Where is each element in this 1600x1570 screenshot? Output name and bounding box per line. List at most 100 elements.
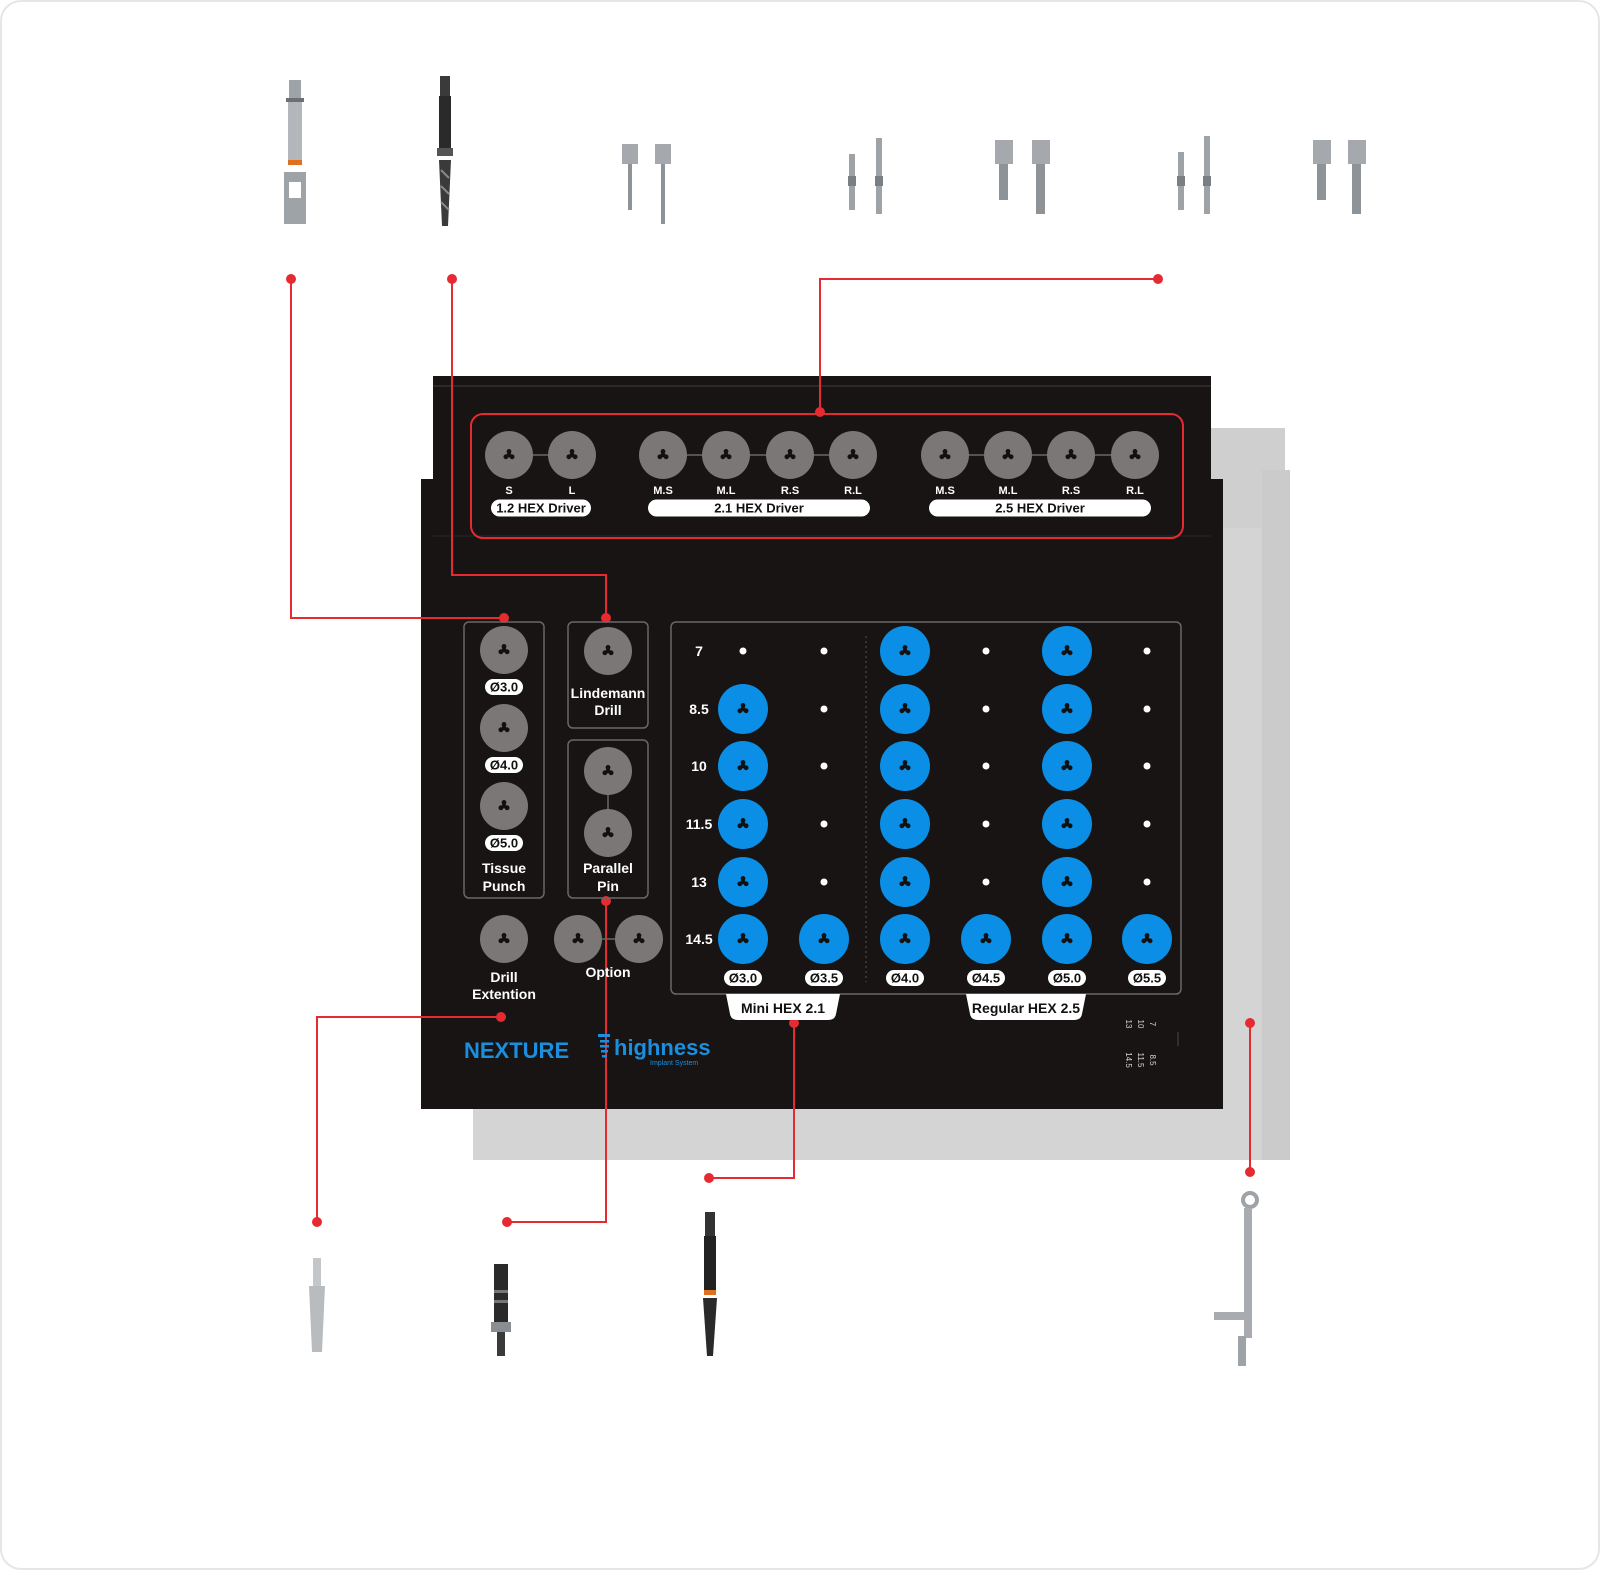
empty-slot-dot xyxy=(1143,878,1151,886)
tool-lindemann-drill-image xyxy=(437,76,453,226)
tissue-punch-size: Ø3.0 xyxy=(485,679,523,695)
screw-slot-icon xyxy=(899,933,911,944)
tool-tissue-punch-image xyxy=(284,80,306,224)
driver-hole-ml[interactable] xyxy=(984,431,1032,479)
logo-highness-text: highness xyxy=(614,1035,711,1060)
screw-slot-icon xyxy=(1061,645,1073,656)
implant-grid-box xyxy=(670,621,1182,995)
driver-hole-rl[interactable] xyxy=(1111,431,1159,479)
empty-slot-dot xyxy=(739,647,747,655)
empty-slot-dot xyxy=(820,762,828,770)
implant-hole-d50-7[interactable] xyxy=(1042,626,1092,676)
legend-pair: 78.5 xyxy=(1148,1022,1157,1066)
legend-value: 10 xyxy=(1136,1020,1145,1029)
screw-slot-icon xyxy=(720,449,732,460)
driver-group-title: 2.5 HEX Driver xyxy=(929,499,1151,517)
driver-hole-l[interactable] xyxy=(548,431,596,479)
driver-size-label: R.S xyxy=(781,485,799,497)
drill-extension-title: Drill xyxy=(490,969,517,985)
tissue-punch-size-text: Ø4.0 xyxy=(490,758,518,773)
empty-slot-dot xyxy=(1143,762,1151,770)
implant-hole-d40-10[interactable] xyxy=(880,741,930,791)
parallel-pin-hole-1[interactable] xyxy=(584,747,632,795)
implant-hole-d30-13[interactable] xyxy=(718,857,768,907)
driver-size-label: R.S xyxy=(1062,485,1080,497)
tissue-punch-title: Tissue xyxy=(482,860,526,876)
driver-hole-rs[interactable] xyxy=(766,431,814,479)
implant-hole-d40-7[interactable] xyxy=(880,626,930,676)
length-label: 14.5 xyxy=(685,931,712,947)
option-hole-1[interactable] xyxy=(554,915,602,963)
lindemann-drill-hole[interactable] xyxy=(584,627,632,675)
screw-slot-icon xyxy=(847,449,859,460)
screw-slot-icon xyxy=(737,933,749,944)
screw-slot-icon xyxy=(899,818,911,829)
empty-slot-dot xyxy=(982,705,990,713)
logo-highness-sub: Implant System xyxy=(650,1060,698,1067)
driver-hole-ms[interactable] xyxy=(639,431,687,479)
screw-slot-icon xyxy=(503,449,515,460)
tool-drill-extension-image xyxy=(309,1258,325,1352)
implant-hole-d30-85[interactable] xyxy=(718,684,768,734)
legend-value: 7 xyxy=(1148,1022,1157,1027)
tissue-punch-box xyxy=(463,621,545,899)
option-title: Option xyxy=(585,964,630,980)
empty-slot-dot xyxy=(820,820,828,828)
implant-hole-d50-85[interactable] xyxy=(1042,684,1092,734)
implant-hole-d30-115[interactable] xyxy=(718,799,768,849)
logo-nexture: NEXTURE xyxy=(464,1038,569,1063)
implant-hole-d40-145[interactable] xyxy=(880,914,930,964)
implant-hole-d50-145[interactable] xyxy=(1042,914,1092,964)
implant-hole-d30-10[interactable] xyxy=(718,741,768,791)
implant-diameter-label: Ø4.0 xyxy=(886,970,924,986)
implant-hole-d30-145[interactable] xyxy=(718,914,768,964)
drill-extension-hole[interactable] xyxy=(480,915,528,963)
legend-value: 8.5 xyxy=(1148,1054,1157,1066)
screw-slot-icon xyxy=(980,933,992,944)
implant-hole-d50-13[interactable] xyxy=(1042,857,1092,907)
implant-hole-d50-115[interactable] xyxy=(1042,799,1092,849)
implant-hole-d40-85[interactable] xyxy=(880,684,930,734)
tool-implant-drill-image xyxy=(703,1212,717,1356)
driver-size-label: M.L xyxy=(717,485,736,497)
drill-extension-title: Extention xyxy=(472,986,536,1002)
driver-hole-rs[interactable] xyxy=(1047,431,1095,479)
driver-hole-ml[interactable] xyxy=(702,431,750,479)
lindemann-title: Lindemann xyxy=(571,685,646,701)
group-label-regular: Regular HEX 2.5 xyxy=(972,1000,1080,1016)
lindemann-title: Drill xyxy=(594,702,621,718)
implant-diameter-label-text: Ø5.5 xyxy=(1133,971,1161,986)
driver-group-title-text: 2.1 HEX Driver xyxy=(714,501,804,516)
screw-slot-icon xyxy=(1061,818,1073,829)
implant-hole-d50-10[interactable] xyxy=(1042,741,1092,791)
driver-group-title: 1.2 HEX Driver xyxy=(491,499,591,517)
screw-slot-icon xyxy=(899,876,911,887)
tab-mini-hex: Mini HEX 2.1 xyxy=(726,994,840,1020)
tab-regular-hex: Regular HEX 2.5 xyxy=(966,994,1086,1020)
driver-hole-ms[interactable] xyxy=(921,431,969,479)
implant-hole-d40-115[interactable] xyxy=(880,799,930,849)
implant-diameter-label-text: Ø3.0 xyxy=(729,971,757,986)
driver-hole-rl[interactable] xyxy=(829,431,877,479)
parallel-pin-box xyxy=(567,739,649,899)
implant-hole-d40-13[interactable] xyxy=(880,857,930,907)
implant-hole-d55-145[interactable] xyxy=(1122,914,1172,964)
length-label: 7 xyxy=(695,643,703,659)
tissue-punch-hole-2[interactable] xyxy=(480,704,528,752)
tissue-punch-size: Ø5.0 xyxy=(485,835,523,851)
empty-slot-dot xyxy=(982,762,990,770)
tissue-punch-hole-3[interactable] xyxy=(480,782,528,830)
implant-hole-d45-145[interactable] xyxy=(961,914,1011,964)
driver-hole-s[interactable] xyxy=(485,431,533,479)
implant-hole-d35-145[interactable] xyxy=(799,914,849,964)
lindemann-box xyxy=(567,621,649,729)
tool-driver-pair-4-image xyxy=(1177,136,1211,214)
screw-slot-icon xyxy=(498,933,510,944)
screw-slot-icon xyxy=(899,645,911,656)
tissue-punch-hole-1[interactable] xyxy=(480,626,528,674)
implant-diameter-label: Ø5.0 xyxy=(1048,970,1086,986)
parallel-pin-hole-2[interactable] xyxy=(584,809,632,857)
option-hole-2[interactable] xyxy=(615,915,663,963)
